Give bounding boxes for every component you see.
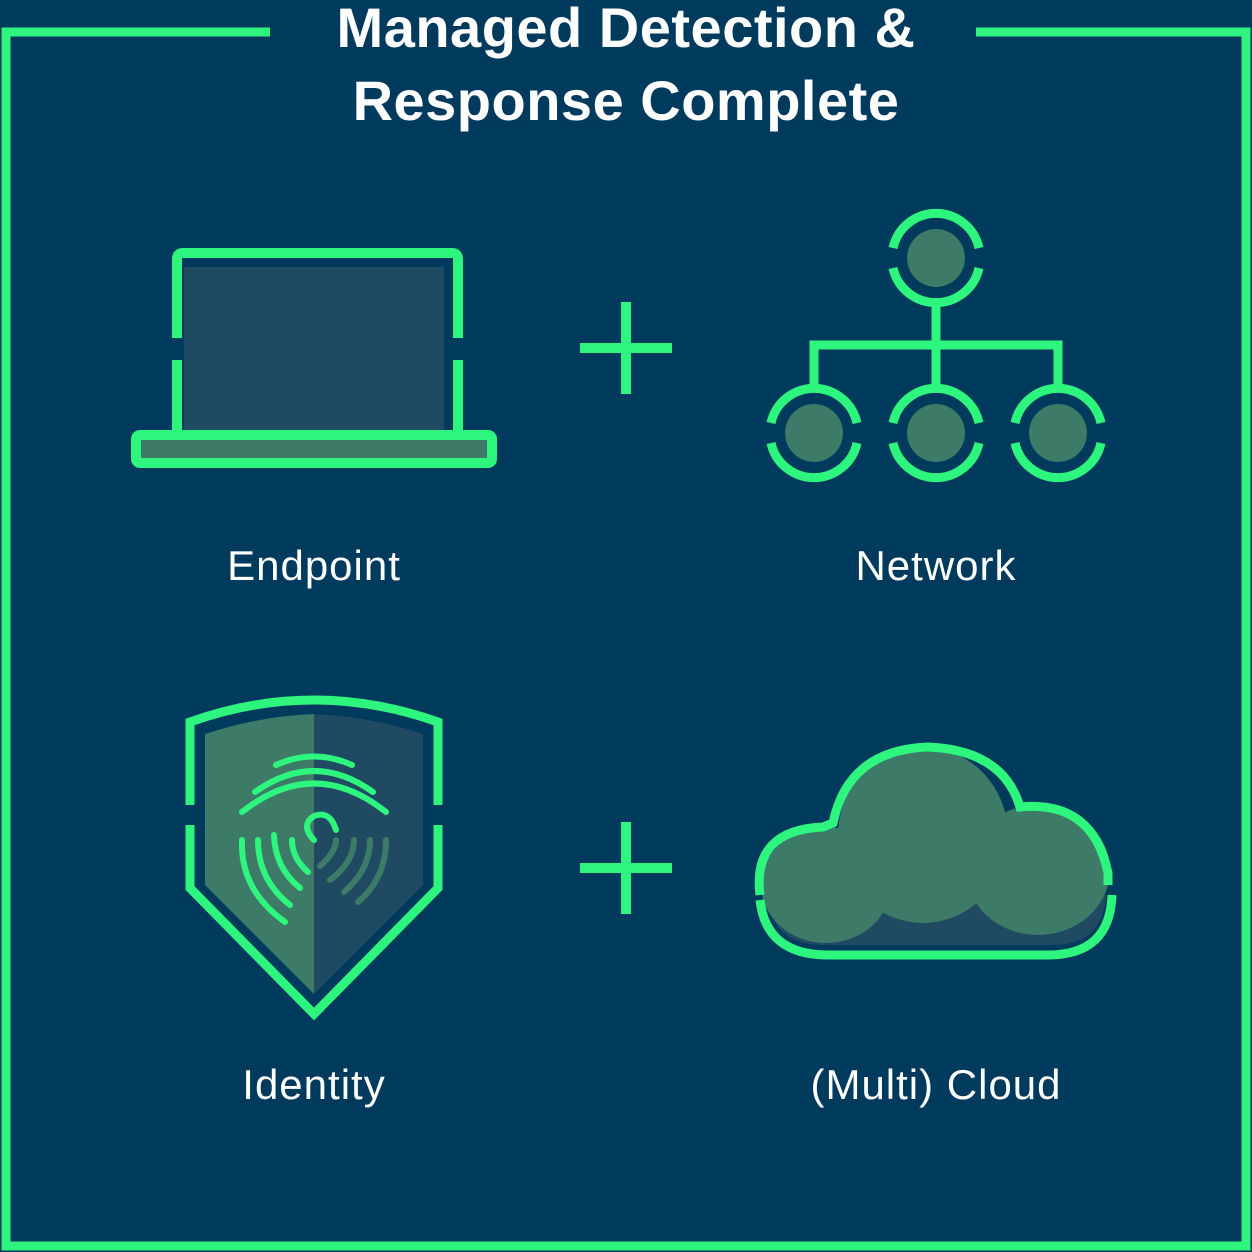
- laptop-icon: [131, 248, 497, 468]
- network-hierarchy-icon: [766, 208, 1106, 483]
- plus-icon: [580, 302, 672, 394]
- fingerprint-shield-icon: [185, 695, 443, 1021]
- plus-icon: [580, 822, 672, 914]
- endpoint-label: Endpoint: [227, 542, 401, 589]
- page-title-line-1: Managed Detection &: [336, 0, 916, 59]
- cloud-icon: [754, 742, 1117, 960]
- multi-cloud-label: (Multi) Cloud: [810, 1061, 1062, 1108]
- network-label: Network: [855, 542, 1017, 589]
- identity-label: Identity: [242, 1061, 386, 1108]
- page-title-line-2: Response Complete: [352, 69, 900, 132]
